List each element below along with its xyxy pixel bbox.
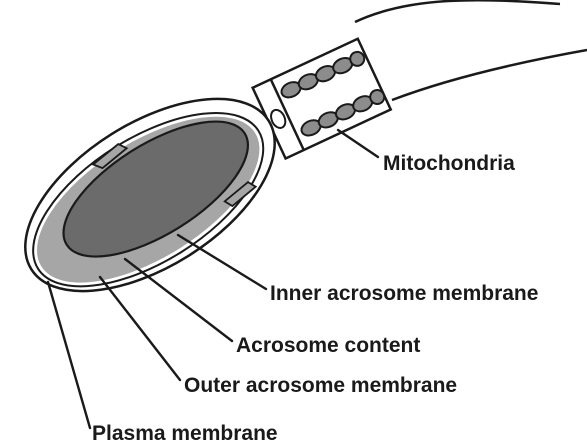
mitochondria-leader [338, 130, 378, 157]
inner-acrosome-membrane-leader [178, 235, 266, 289]
inner-acrosome-membrane-label: Inner acrosome membrane [270, 282, 538, 305]
acrosome-content-label: Acrosome content [236, 334, 420, 357]
tail [355, 0, 587, 100]
plasma-membrane-leader [48, 282, 90, 428]
outer-acrosome-membrane-label: Outer acrosome membrane [184, 374, 457, 397]
mitochondria-label: Mitochondria [383, 152, 515, 175]
plasma-membrane-label: Plasma membrane [92, 422, 278, 445]
